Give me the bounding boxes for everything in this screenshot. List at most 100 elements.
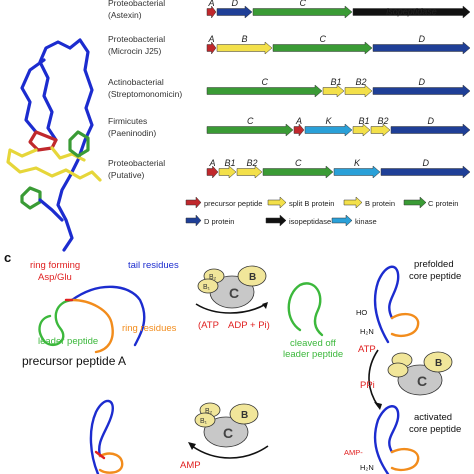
legend-d-label: D protein <box>204 217 234 226</box>
gene-arrow-b1 <box>322 84 345 98</box>
cleaved-leader-label: leader peptide <box>283 349 343 360</box>
ppi-label: PPi <box>360 380 375 391</box>
gene-letter-c: C <box>320 34 327 44</box>
structure-blue-tail <box>38 38 94 252</box>
atp-label-left: (ATP <box>198 320 219 331</box>
gene-letter-d: D <box>423 158 430 168</box>
precursor-ring <box>70 298 114 354</box>
adp-pi-label: ADP + Pi) <box>228 320 270 331</box>
enzyme-b2-label-bottom: B₂ <box>205 408 213 415</box>
cluster-organism-label: (Streptomonomicin) <box>108 89 182 99</box>
gene-arrow-d <box>380 165 471 179</box>
gene-letter-d: D <box>428 116 435 126</box>
enzyme-complex-top <box>197 265 267 309</box>
gene-arrow-b1 <box>218 165 237 179</box>
enzyme-b-shape <box>237 265 267 287</box>
gene-arrow-a <box>206 5 217 19</box>
precursor-peptide-a-label: precursor peptide A <box>22 354 126 368</box>
reaction-arrow-right <box>368 349 379 407</box>
gene-letter-b1: B1 <box>331 77 342 87</box>
gene-arrow-d <box>372 41 471 55</box>
gene-letter-d: D <box>419 34 426 44</box>
structure-blue-bottom <box>38 198 64 222</box>
gene-letter-k: K <box>326 116 333 126</box>
legend-isopeptidase-arrow <box>265 214 287 227</box>
precursor-leader <box>38 298 74 347</box>
gene-letter-b1: B1 <box>225 158 236 168</box>
legend-splitb-arrow <box>267 196 287 209</box>
gene-letter-k: K <box>354 158 361 168</box>
gene-arrow-a <box>206 165 219 179</box>
core-peptide-label-2: core peptide <box>409 424 461 435</box>
cleaved-off-label: cleaved off <box>290 338 336 349</box>
reaction-arrowhead-bottom <box>188 442 196 450</box>
enzyme-b1-shape <box>197 278 219 294</box>
prefolded-core-drawing <box>373 265 420 344</box>
enzyme-b-label-right: B <box>435 358 442 369</box>
gene-arrow-c <box>252 5 353 19</box>
gene-arrow-c <box>262 165 334 179</box>
enzyme-b2-label: B₂ <box>209 274 217 281</box>
legend-isopeptidase-label: isopeptidase <box>289 217 331 226</box>
enzyme-c-label-right: C <box>417 373 427 389</box>
legend-b-arrow <box>343 196 363 209</box>
gene-legend: precursor peptide split B protein B prot… <box>185 196 458 227</box>
atp-label-right: ATP <box>358 344 376 355</box>
reaction-arrowhead-top <box>262 302 268 309</box>
precursor-tail <box>70 285 146 347</box>
gene-letter-b: B <box>242 34 248 44</box>
h2n-label: H₂N <box>360 327 374 336</box>
gene-arrow-isopeptidase <box>352 5 471 19</box>
gene-letter-isopeptidase: isopeptidase <box>386 7 437 17</box>
legend-splitb-label: split B protein <box>289 199 334 208</box>
cluster-organism-label: (Paeninodin) <box>108 128 156 138</box>
gene-arrow-b <box>216 41 273 55</box>
reaction-arrow-bottom <box>191 445 269 459</box>
gene-letter-a: A <box>209 158 216 168</box>
gene-arrow-c <box>206 123 294 137</box>
gene-arrow-a <box>293 123 305 137</box>
ring-residues-label: ring residues <box>122 323 177 334</box>
panel-c-label: c <box>4 250 11 265</box>
cleaved-leader-drawing <box>287 282 324 337</box>
gene-arrow-d <box>390 123 471 137</box>
legend-precursor-label: precursor peptide <box>204 199 262 208</box>
cluster-organism-label: (Microcin J25) <box>108 46 162 56</box>
legend-d-arrow <box>185 214 202 227</box>
enzyme-complex-right <box>387 351 453 396</box>
gene-arrow-b1 <box>352 123 371 137</box>
legend-c-label: C protein <box>428 199 458 208</box>
lasso-product-drawing <box>89 399 124 474</box>
gene-arrow-a <box>206 41 217 55</box>
gene-arrow-c <box>206 84 323 98</box>
gene-arrow-k <box>333 165 381 179</box>
gene-letter-b1: B1 <box>359 116 370 126</box>
gene-letter-b2: B2 <box>247 158 258 168</box>
enzyme-b1-label: B₁ <box>203 284 211 291</box>
lasso-peptide-structure <box>6 38 102 252</box>
gene-letter-d: D <box>419 77 426 87</box>
legend-kinase-label: kinase <box>355 217 377 226</box>
enzyme-b-label: B <box>249 272 256 283</box>
gene-letter-c: C <box>295 158 302 168</box>
gene-arrow-b2 <box>236 165 263 179</box>
structure-blue-left <box>20 58 46 134</box>
ring-forming-label: ring forming <box>30 260 80 271</box>
gene-letter-b2: B2 <box>356 77 367 87</box>
legend-b-label: B protein <box>365 199 395 208</box>
cluster-phylum-label: Proteobacterial <box>108 0 165 8</box>
gene-arrow-k <box>304 123 353 137</box>
reaction-arrowhead-right <box>374 402 382 410</box>
activated-label: activated <box>414 412 452 423</box>
cluster-phylum-label: Proteobacterial <box>108 34 165 44</box>
gene-arrow-b2 <box>370 123 391 137</box>
asp-glu-label: Asp/Glu <box>38 272 72 283</box>
gene-letter-a: A <box>208 0 215 8</box>
gene-letter-c: C <box>247 116 254 126</box>
amp-label: AMP <box>180 460 201 471</box>
enzyme-b1-label-bottom: B₁ <box>200 418 208 425</box>
gene-arrow-c <box>272 41 373 55</box>
leader-peptide-label: leader peptide <box>38 336 98 347</box>
amp-o-label: AMP- <box>344 448 363 457</box>
